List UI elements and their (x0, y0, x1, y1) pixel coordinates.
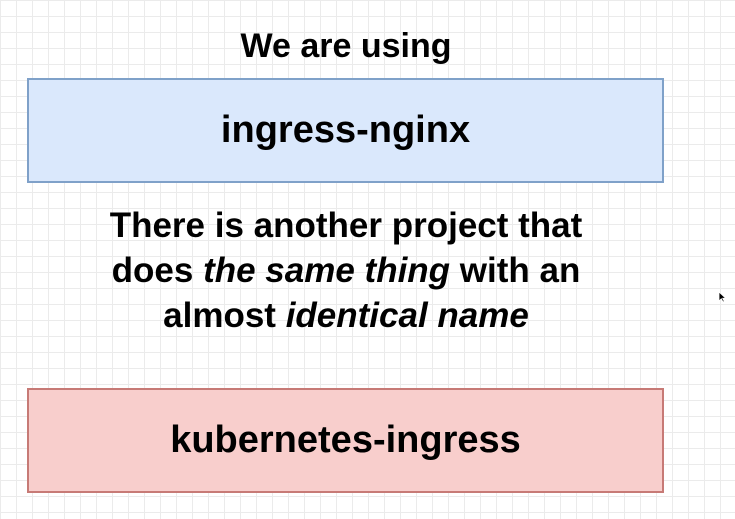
ingress-nginx-label: ingress-nginx (220, 109, 471, 151)
mouse-pointer-icon (718, 291, 727, 303)
note-line-2: does the same thing with an (0, 248, 692, 293)
note-line-2-start: does (111, 251, 204, 290)
note-line-2-emphasis: the same thing (203, 251, 451, 290)
note-line-1: There is another project that (0, 203, 692, 248)
note-line-1-text: There is another project that (109, 206, 583, 245)
ingress-nginx-box: ingress-nginx (27, 78, 664, 183)
note-line-3-emphasis: identical name (285, 296, 529, 335)
heading-text: We are using (240, 27, 452, 65)
note-line-3-start: almost (163, 296, 286, 335)
note-line-3: almost identical name (0, 293, 692, 338)
note-text: There is another project that does the s… (0, 203, 692, 338)
note-line-2-end: with an (450, 251, 581, 290)
kubernetes-ingress-label: kubernetes-ingress (170, 419, 521, 461)
kubernetes-ingress-box: kubernetes-ingress (27, 388, 664, 493)
